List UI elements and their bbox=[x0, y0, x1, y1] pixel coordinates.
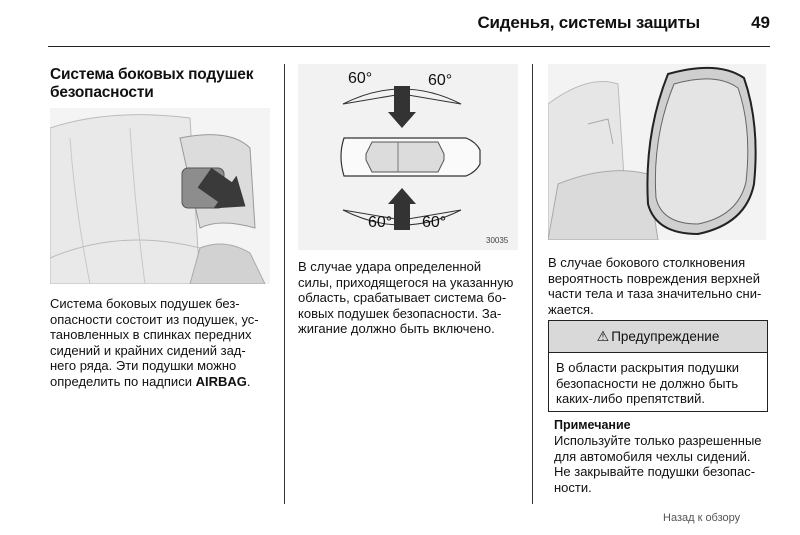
note-line-3: Не закрывайте подушки безопас- bbox=[554, 464, 756, 479]
col1-body-text: Система боковых подушек без- опасности с… bbox=[50, 296, 280, 389]
angle-bottom-left: 60° bbox=[368, 214, 393, 231]
impact-zone-diagram: 60° 60° 60° 60° 30035 bbox=[298, 64, 518, 250]
seat-illustration-svg bbox=[49, 108, 270, 285]
note-line-1: Используйте только разрешенные bbox=[554, 433, 762, 448]
header-rule bbox=[48, 46, 770, 47]
deployed-airbag-svg bbox=[547, 64, 766, 241]
section-title: Система боковых подушек безопасности bbox=[50, 66, 254, 101]
col2-line-4: ковых подушек безопасности. За- bbox=[298, 305, 502, 321]
note-line-4: ности. bbox=[554, 479, 592, 495]
warning-box: ⚠ Предупреждение В области раскрытия под… bbox=[548, 320, 768, 412]
col3-line-1: В случае бокового столкновения bbox=[548, 255, 746, 270]
warning-body: В области раскрытия подушки безопасности… bbox=[549, 353, 767, 414]
col3-line-4: жается. bbox=[548, 301, 594, 317]
angle-bottom-right: 60° bbox=[422, 214, 447, 231]
warning-title: Предупреждение bbox=[611, 329, 720, 344]
airbag-label: AIRBAG bbox=[195, 373, 247, 389]
note-title: Примечание bbox=[554, 418, 631, 432]
back-to-overview-link[interactable]: Назад к обзору bbox=[663, 512, 741, 524]
col1-line-2: опасности состоит из подушек, ус- bbox=[50, 311, 259, 327]
col2-line-1: В случае удара определенной bbox=[298, 259, 482, 274]
col2-line-3: область, срабатывает система бо- bbox=[298, 290, 507, 305]
running-header-title: Сиденья, системы защиты bbox=[477, 13, 700, 32]
col1-line-6-suffix: . bbox=[246, 373, 251, 389]
col1-line-3: тановленных в спинках передних bbox=[50, 327, 252, 342]
col2-body-text: В случае удара определенной силы, приход… bbox=[298, 259, 528, 337]
note-body: Используйте только разрешенные для автом… bbox=[554, 433, 776, 495]
col1-line-4: сидений и крайних сидений зад- bbox=[50, 342, 246, 358]
page-number: 49 bbox=[751, 13, 770, 32]
column-divider-1 bbox=[284, 64, 285, 504]
angle-top-right: 60° bbox=[428, 72, 453, 89]
warning-line-2: безопасности не должно быть bbox=[556, 375, 739, 391]
col2-line-5: жигание должно быть включено. bbox=[298, 321, 495, 336]
col1-line-5: него ряда. Эти подушки можно bbox=[50, 358, 237, 373]
figure-id: 30035 bbox=[486, 236, 509, 245]
col2-line-2: силы, приходящегося на указанную bbox=[298, 274, 514, 290]
impact-zone-svg bbox=[298, 64, 518, 250]
warning-line-1: В области раскрытия подушки bbox=[556, 360, 740, 375]
col3-line-3: части тела и таза значительно сни- bbox=[548, 286, 762, 301]
col1-line-6-prefix: определить по надписи bbox=[50, 373, 196, 389]
warning-triangle-icon: ⚠ bbox=[596, 328, 610, 344]
col1-line-6: определить по надписи AIRBAG. bbox=[50, 374, 280, 390]
warning-line-3: каких-либо препятствий. bbox=[556, 391, 705, 406]
warning-header: ⚠ Предупреждение bbox=[549, 321, 767, 353]
column-divider-2 bbox=[532, 64, 533, 504]
angle-top-left: 60° bbox=[348, 70, 373, 87]
col1-line-1: Система боковых подушек без- bbox=[50, 296, 240, 311]
col3-body-text: В случае бокового столкновения вероятнос… bbox=[548, 255, 770, 317]
note-line-2: для автомобиля чехлы сидений. bbox=[554, 448, 751, 464]
seat-airbag-label-illustration bbox=[49, 108, 270, 285]
deployed-side-airbag-illustration bbox=[547, 64, 766, 241]
col3-line-2: вероятность повреждения верхней bbox=[548, 270, 761, 286]
